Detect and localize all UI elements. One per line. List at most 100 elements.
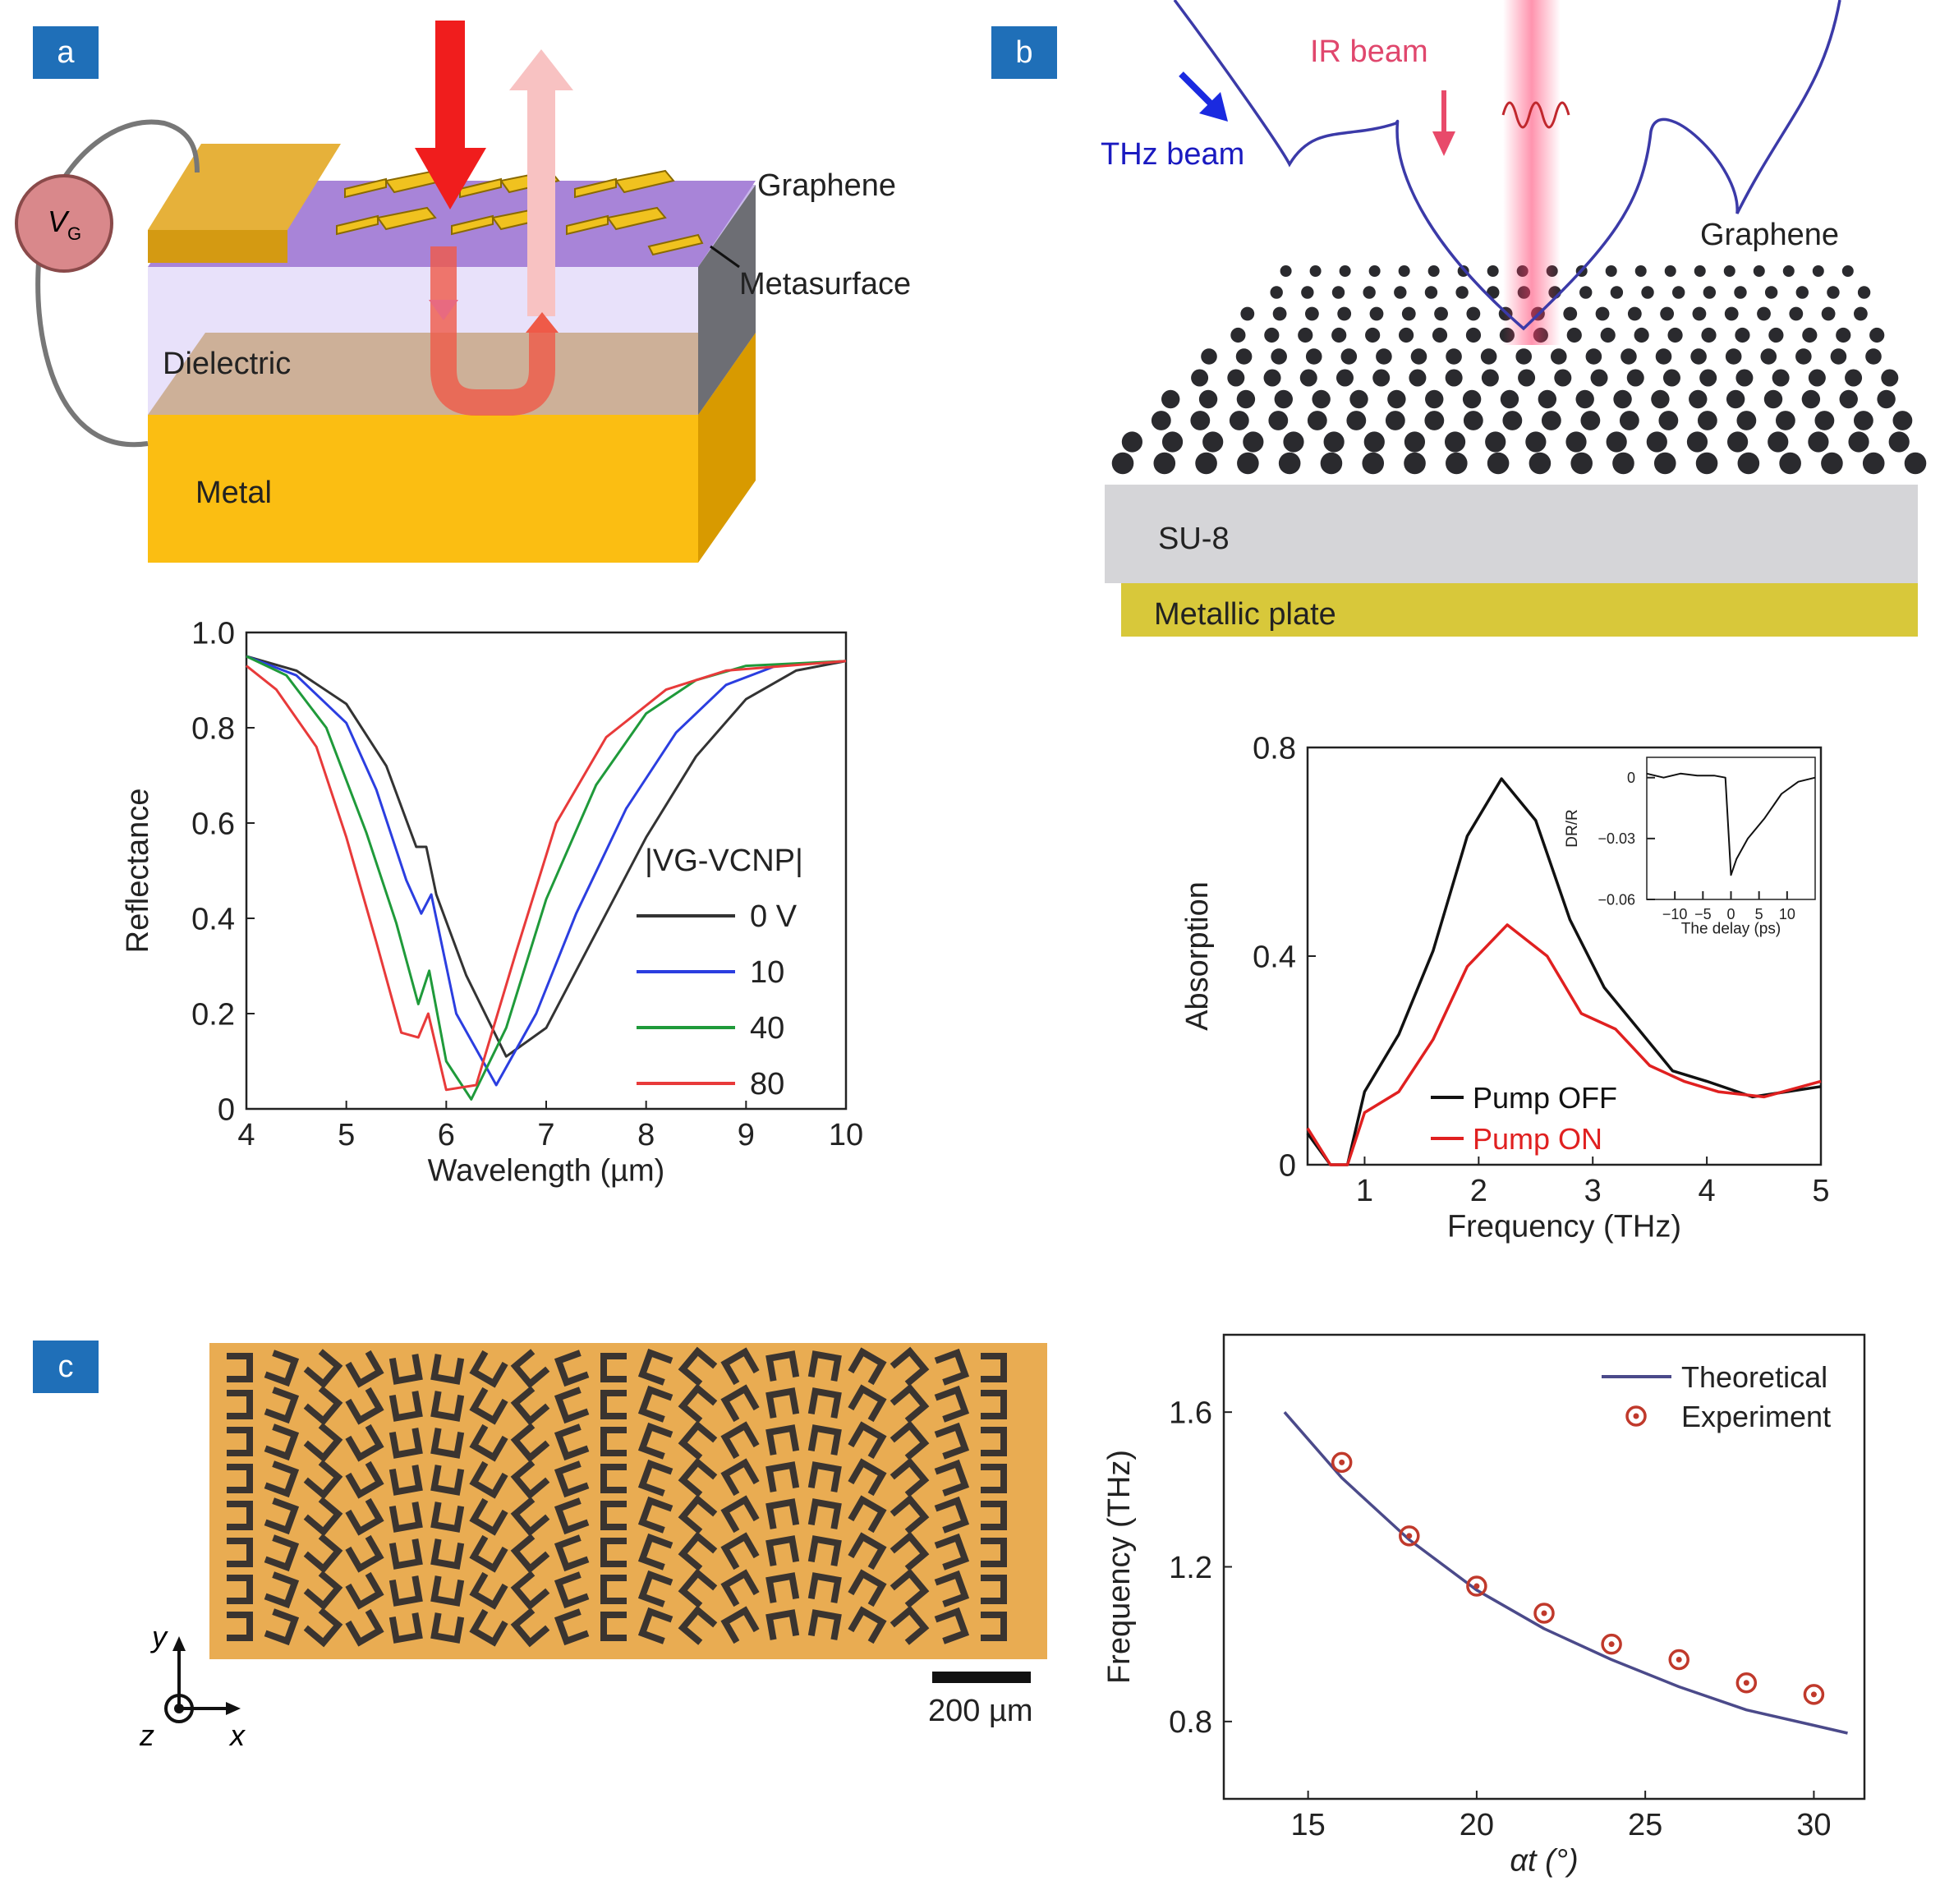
u-resonator <box>720 1347 760 1386</box>
u-resonator <box>600 1612 627 1641</box>
carbon-atom <box>1613 389 1632 409</box>
carbon-atom <box>1775 411 1795 430</box>
u-resonator <box>227 1353 253 1382</box>
u-resonator <box>554 1460 590 1498</box>
ir-beam-column <box>1503 0 1561 345</box>
carbon-atom <box>1466 306 1481 321</box>
u-resonator <box>227 1390 253 1419</box>
carbon-atom <box>1525 431 1547 453</box>
carbon-atom <box>1298 327 1313 343</box>
carbon-atom <box>1500 389 1519 409</box>
u-resonator <box>227 1612 253 1641</box>
u-resonator <box>890 1457 930 1497</box>
u-resonator <box>934 1496 970 1534</box>
u-resonator <box>934 1459 970 1497</box>
carbon-atom <box>1339 265 1351 277</box>
carbon-atom <box>1772 369 1790 387</box>
u-resonator <box>678 1568 718 1608</box>
carbon-atom <box>1658 411 1679 430</box>
carbon-atom <box>1737 452 1760 475</box>
legend-label: 80 <box>750 1067 784 1101</box>
x-tick-label: 8 <box>637 1118 655 1152</box>
u-resonator <box>345 1350 384 1388</box>
carbon-atom <box>1723 265 1735 277</box>
dielectric-side-face <box>698 185 756 415</box>
carbon-atom <box>1763 389 1783 409</box>
u-resonator <box>637 1496 673 1534</box>
carbon-atom <box>1734 286 1747 299</box>
carbon-atom <box>1881 369 1899 387</box>
u-resonator <box>510 1386 550 1426</box>
u-resonator <box>388 1354 423 1385</box>
u-resonator <box>807 1350 842 1382</box>
u-resonator <box>807 1498 842 1529</box>
u-resonator <box>430 1391 465 1422</box>
carbon-atom <box>1280 265 1292 277</box>
carbon-atom <box>1274 389 1293 409</box>
u-resonator <box>637 1533 673 1571</box>
carbon-atom <box>1502 411 1523 430</box>
y-tick-label: 0 <box>218 1092 235 1127</box>
carbon-atom <box>1620 348 1637 365</box>
u-resonator <box>345 1423 384 1462</box>
panel-tag-a: a <box>33 26 99 79</box>
legend-label: 40 <box>750 1011 784 1046</box>
carbon-atom <box>1827 286 1840 299</box>
x-tick-label: −5 <box>1694 906 1712 922</box>
u-resonator <box>345 1608 384 1647</box>
carbon-atom <box>1821 306 1836 321</box>
carbon-atom <box>1779 452 1801 475</box>
carbon-atom <box>1701 327 1717 343</box>
u-resonator <box>934 1607 970 1644</box>
carbon-atom <box>1735 369 1754 387</box>
carbon-atom <box>1425 389 1444 409</box>
u-resonator <box>554 1534 590 1572</box>
carbon-atom <box>1660 306 1675 321</box>
carbon-atom <box>1485 431 1506 453</box>
u-resonator <box>469 1571 508 1610</box>
u-resonator <box>765 1387 800 1419</box>
carbon-atom <box>1121 431 1142 453</box>
carbon-atom <box>1446 452 1468 475</box>
carbon-atom <box>1590 369 1608 387</box>
y-tick-label: 1.0 <box>191 616 235 651</box>
x-tick-label: 5 <box>338 1118 355 1152</box>
u-resonator <box>807 1461 842 1492</box>
experiment-marker <box>1803 1684 1825 1705</box>
x-tick-label: 10 <box>829 1118 863 1152</box>
u-resonator <box>469 1497 508 1536</box>
panel-tag-c: c <box>33 1341 99 1393</box>
carbon-atom <box>1387 389 1406 409</box>
carbon-atom <box>1481 369 1499 387</box>
carbon-atom <box>1857 286 1871 299</box>
u-resonator <box>890 1605 930 1645</box>
metasurface-pointer <box>710 245 740 269</box>
x-tick-label: 2 <box>1470 1174 1487 1208</box>
series-line-0-v <box>246 655 847 1058</box>
u-resonator <box>848 1495 887 1534</box>
u-resonator <box>678 1346 718 1387</box>
y-tick-label: 0 <box>1627 770 1635 786</box>
carbon-atom <box>1550 348 1567 365</box>
x-tick-label: −10 <box>1662 906 1688 922</box>
u-resonator <box>388 1391 423 1422</box>
u-resonator <box>430 1612 465 1644</box>
u-resonator <box>600 1501 627 1530</box>
legend-label: Experiment <box>1681 1400 1831 1433</box>
carbon-atom <box>1812 265 1824 277</box>
u-resonator <box>430 1538 465 1570</box>
u-resonator <box>345 1571 384 1610</box>
u-resonator <box>554 1387 590 1424</box>
carbon-atom <box>1337 306 1352 321</box>
u-resonator <box>469 1387 508 1425</box>
x-tick-label: 25 <box>1628 1808 1662 1842</box>
u-resonator <box>227 1427 253 1456</box>
carbon-atom <box>1518 369 1536 387</box>
u-resonator <box>510 1349 550 1389</box>
x-tick-label: 5 <box>1812 1174 1829 1208</box>
u-resonator <box>637 1570 673 1607</box>
carbon-atom <box>1703 286 1717 299</box>
